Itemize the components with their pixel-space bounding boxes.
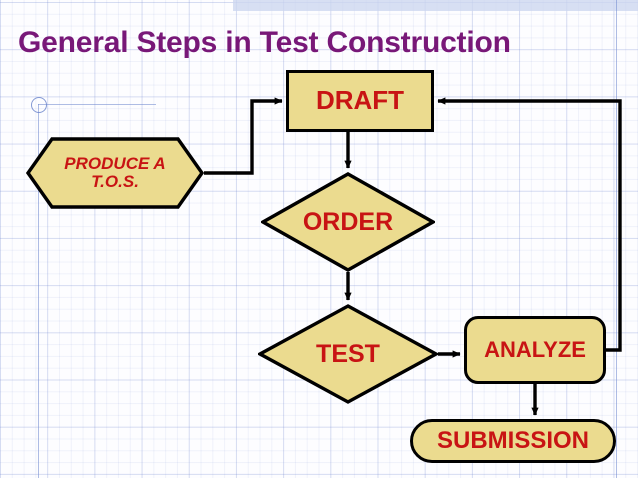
edge-analyze-to-draft-feedback xyxy=(437,97,622,352)
flow-node-label-submission: SUBMISSION xyxy=(436,427,589,455)
flow-node-analyze[interactable]: ANALYZE xyxy=(464,316,606,384)
diamond-shape xyxy=(261,172,435,272)
flow-node-label-draft: DRAFT xyxy=(315,85,405,116)
flow-node-produce-tos[interactable]: PRODUCE A T.O.S. xyxy=(26,137,204,209)
margin-line-horizontal xyxy=(38,104,156,105)
flow-node-submission[interactable]: SUBMISSION xyxy=(410,419,616,463)
flow-node-draft[interactable]: DRAFT xyxy=(286,70,434,132)
edge-tos-to-draft xyxy=(204,97,283,175)
diamond-shape xyxy=(258,304,438,404)
margin-line-left xyxy=(38,104,39,478)
flow-node-test[interactable]: TEST xyxy=(258,304,438,404)
flow-node-label-analyze: ANALYZE xyxy=(484,337,586,363)
flow-node-order[interactable]: ORDER xyxy=(261,172,435,272)
page-title: General Steps in Test Construction xyxy=(18,26,511,59)
margin-line-right xyxy=(616,0,617,478)
header-accent-band xyxy=(233,0,638,11)
hexagon-shape xyxy=(26,137,204,209)
margin-ring-icon xyxy=(31,97,47,113)
